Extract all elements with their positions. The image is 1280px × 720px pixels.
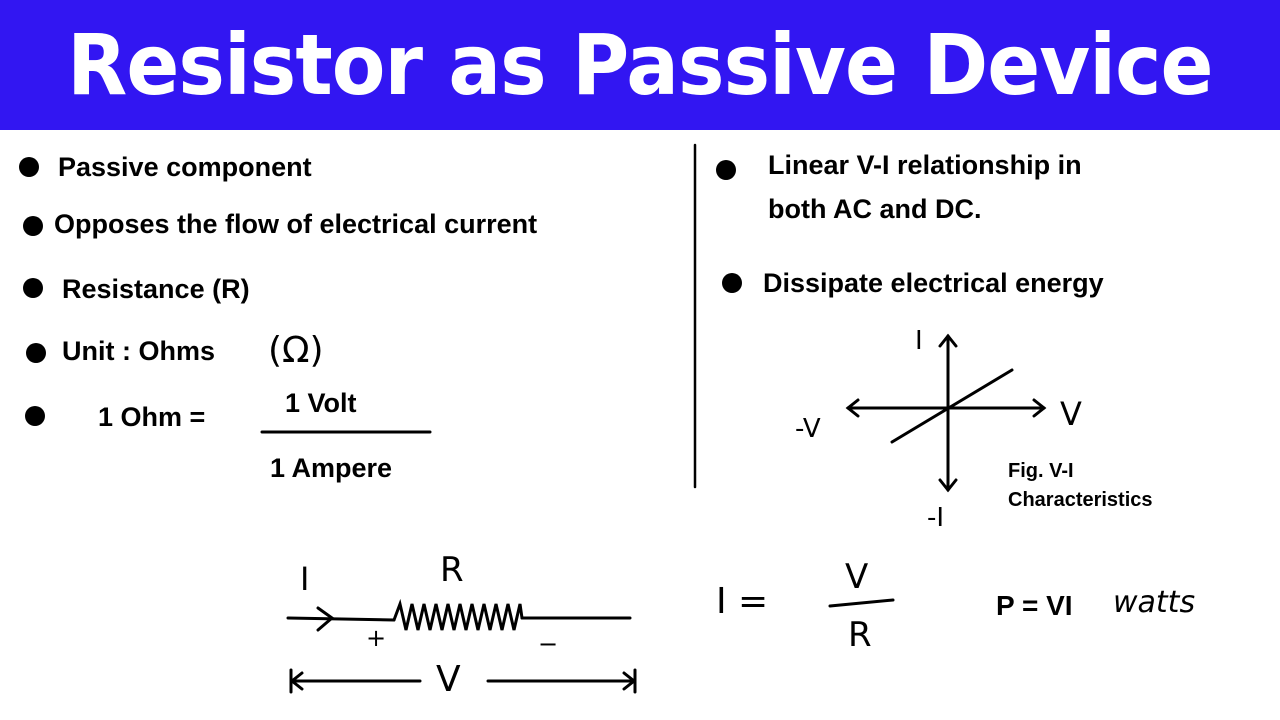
ohm-law-denominator: R (848, 615, 872, 655)
circuit-current-label: I (300, 560, 310, 598)
circuit-minus-label: − (538, 630, 559, 658)
circuit-plus-label: + (366, 624, 387, 652)
circuit-voltage-label: V (436, 659, 461, 700)
bullet-passive-component: Passive component (58, 152, 312, 182)
power-formula: P = VI (996, 590, 1073, 621)
bullet-opposes-current: Opposes the flow of electrical current (54, 209, 538, 239)
bullet-icon (23, 216, 43, 236)
vi-characteristic-line (890, 368, 1014, 444)
circuit-resistor-label: R (440, 550, 464, 590)
bullet-icon (19, 157, 39, 177)
graph-label-v: V (1060, 395, 1082, 433)
bullet-unit: Unit : Ohms (62, 336, 215, 366)
bullet-dissipate-energy: Dissipate electrical energy (763, 268, 1104, 298)
ohm-law-fraction-bar (828, 598, 895, 608)
ohm-law-lhs: I = (716, 581, 769, 622)
bullet-resistance: Resistance (R) (62, 274, 250, 304)
vi-graph-axes (845, 333, 1047, 493)
graph-label-i: I (915, 326, 923, 356)
bullet-icon (26, 343, 46, 363)
ohm-symbol: (Ω) (268, 330, 324, 371)
ohm-law-numerator: V (845, 557, 869, 597)
fraction-denominator: 1 Ampere (270, 453, 393, 483)
bullet-icon (23, 278, 43, 298)
bullet-linear-vi-line2: both AC and DC. (768, 194, 982, 224)
bullet-linear-vi-line1: Linear V-I relationship in (768, 150, 1082, 180)
bullet-ohm-definition: 1 Ohm = (98, 402, 206, 432)
bullet-icon (716, 160, 736, 180)
resistor-circuit (286, 598, 637, 694)
fraction-numerator: 1 Volt (285, 388, 357, 418)
graph-label-neg-v: -V (795, 414, 821, 444)
power-unit: watts (1113, 585, 1196, 620)
graph-label-neg-i: -I (927, 503, 945, 533)
bullet-icon (722, 273, 742, 293)
bullet-icon (25, 406, 45, 426)
page-title: Resistor as Passive Device (67, 16, 1213, 114)
graph-caption-line2: Characteristics (1008, 489, 1153, 511)
title-banner: Resistor as Passive Device (0, 0, 1280, 130)
graph-caption-line1: Fig. V-I (1008, 460, 1074, 482)
